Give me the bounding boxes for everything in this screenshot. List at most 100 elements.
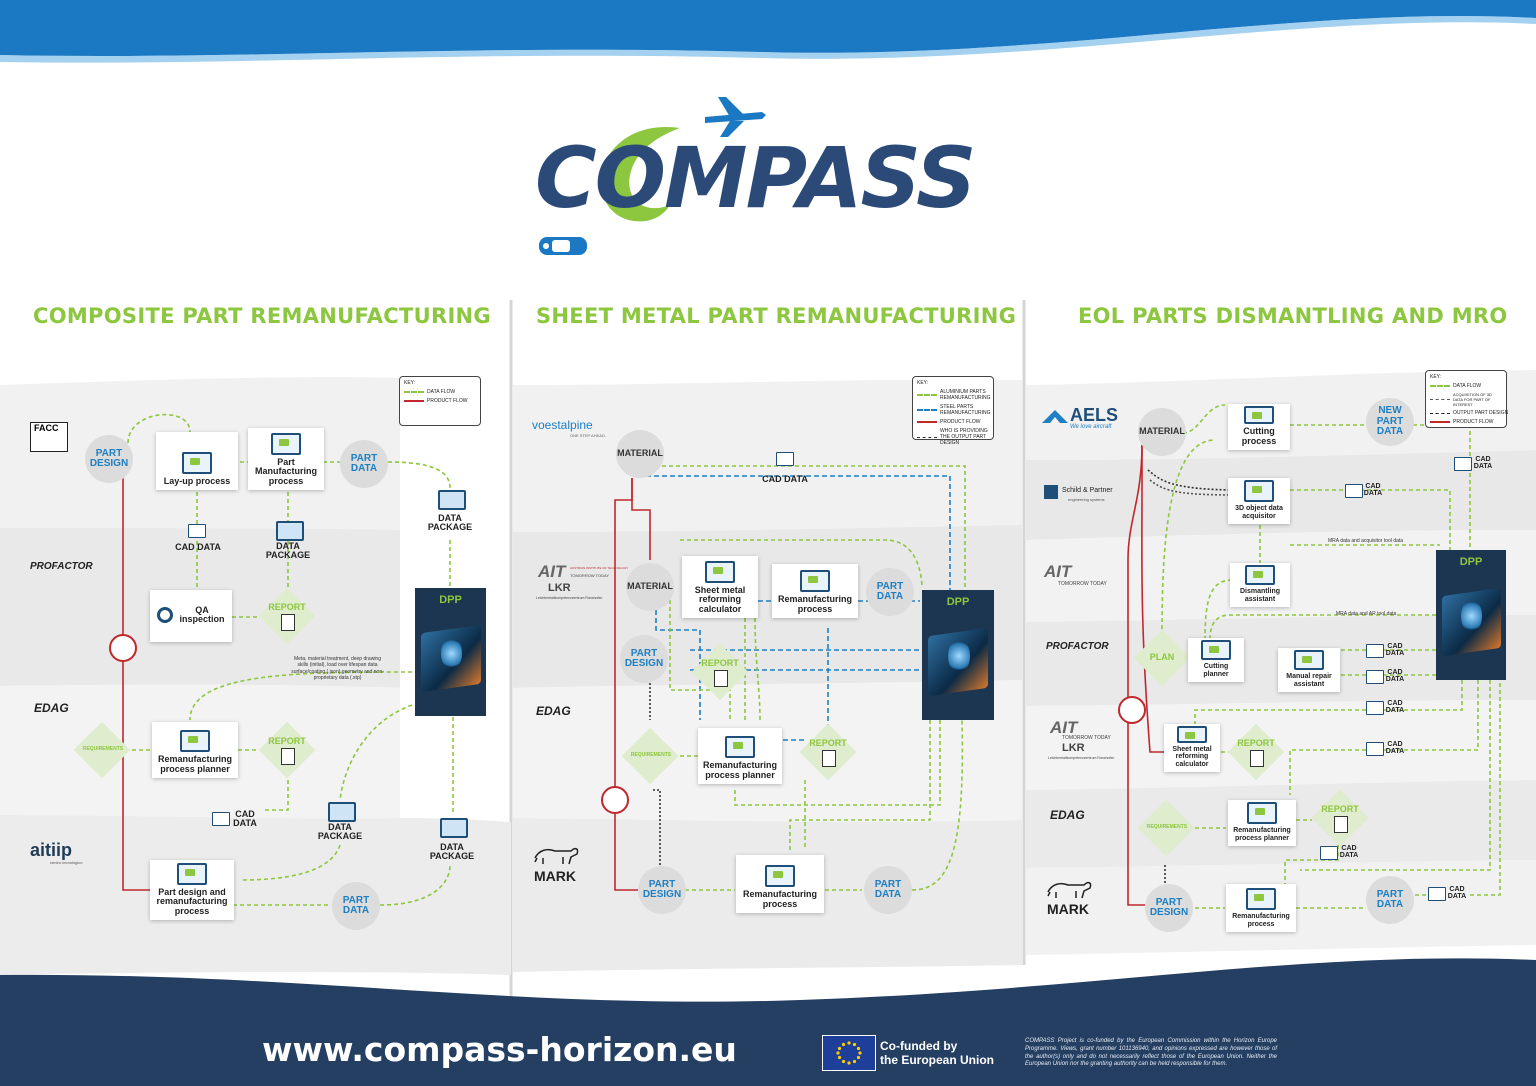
gear-icon — [180, 730, 210, 753]
document-icon — [281, 614, 295, 631]
company-aels: AELS — [1070, 405, 1119, 425]
p1-flow-12 — [262, 780, 289, 811]
p2-material-2[interactable]: MATERIAL — [626, 563, 674, 611]
p3-reforming-label: Sheet metal reforming calculator — [1172, 745, 1212, 768]
p2-requirements[interactable]: REQUIREMENTS — [620, 727, 682, 786]
monitor-icon — [765, 865, 795, 888]
p1-report-1[interactable]: REPORT — [258, 587, 316, 645]
company-edag-3: EDAG — [1050, 808, 1085, 822]
document-icon — [714, 670, 728, 687]
p3-reman-process[interactable]: Remanufacturing process — [1226, 884, 1296, 932]
p3-acquisitor-label: 3D object data acquisitor — [1235, 505, 1283, 520]
cad-data-icon — [1345, 484, 1363, 498]
p3-cad-data-1: CAD DATA — [1473, 456, 1493, 471]
cad-data-icon — [1320, 846, 1338, 860]
p3-plan[interactable]: PLAN — [1133, 629, 1191, 687]
p3-report-2[interactable]: REPORT — [1311, 789, 1369, 847]
p3-reman-planner[interactable]: Remanufacturing process planner — [1228, 800, 1296, 846]
p2-blue-1 — [638, 475, 951, 590]
p3-green-19 — [1300, 680, 1491, 871]
p2-product-flow-2 — [614, 478, 640, 891]
p1-part-design-reman[interactable]: Part design and remanufacturing process — [150, 860, 234, 920]
p3-part-data[interactable]: PART DATA — [1366, 876, 1414, 924]
p1-band-4 — [0, 815, 511, 975]
p3-cad-data-3: CAD DATA — [1385, 643, 1405, 658]
p1-data-package-1: DATA PACKAGE — [265, 541, 311, 561]
p1-qa-inspection[interactable]: QA inspection — [150, 590, 232, 642]
p3-green-18 — [1284, 838, 1339, 885]
company-profactor: PROFACTOR — [30, 561, 93, 572]
p1-part-design-reman-label: Part design and remanufacturing process — [156, 886, 228, 916]
p1-report-2[interactable]: REPORT — [258, 721, 316, 779]
p3-cutting-planner[interactable]: Cutting planner — [1188, 638, 1244, 682]
company-ait: AIT — [538, 562, 566, 581]
p3-key: KEY: DATA FLOW ACQUISITION OF 3D DATA FO… — [1425, 370, 1508, 428]
p1-key: KEY: DATA FLOW PRODUCT FLOW — [399, 376, 481, 426]
p2-part-design[interactable]: PART DESIGN — [620, 635, 668, 683]
p2-reman-process-2[interactable]: Remanufacturing process — [736, 855, 824, 913]
p2-reman-process[interactable]: Remanufacturing process — [772, 564, 858, 618]
dachshund-icon — [1047, 881, 1092, 899]
p2-green-12 — [911, 719, 964, 891]
p3-dismantling-assistant[interactable]: Dismantling assistant — [1230, 563, 1290, 607]
p3-new-part-data[interactable]: NEW PART DATA — [1366, 398, 1414, 446]
monitor-icon — [1246, 888, 1276, 911]
company-schild-sub: engineering systems — [1068, 497, 1105, 502]
monitor-icon — [1245, 565, 1275, 586]
p3-black-1 — [1147, 469, 1241, 491]
p3-part-design[interactable]: PART DESIGN — [1145, 884, 1193, 932]
p3-dpp[interactable]: DPP — [1436, 550, 1506, 680]
p3-manual-repair[interactable]: Manual repair assistant — [1278, 648, 1340, 692]
monitor-icon — [177, 862, 207, 885]
p1-part-design[interactable]: PART DESIGN — [85, 435, 133, 483]
p1-dpp[interactable]: DPP — [415, 588, 486, 716]
company-lkr-3: LKR — [1062, 742, 1085, 754]
p1-part-manufacturing[interactable]: Part Manufacturing process — [248, 428, 324, 490]
p2-material-1[interactable]: MATERIAL — [616, 430, 664, 478]
company-aitiip: aitiip — [30, 840, 73, 860]
p3-manual-repair-label: Manual repair assistant — [1286, 673, 1332, 688]
p2-key-title: KEY: — [917, 380, 929, 386]
company-ait-3-tagline: TOMORROW TODAY — [1058, 581, 1107, 587]
p1-requirements[interactable]: REQUIREMENTS — [72, 721, 134, 780]
p2-green-8 — [789, 720, 931, 850]
p3-requirements-label: REQUIREMENTS — [1146, 824, 1188, 830]
monitor-icon — [1177, 726, 1207, 743]
p2-green-2 — [680, 539, 923, 586]
p2-reman-planner[interactable]: Remanufacturing process planner — [698, 728, 782, 784]
p2-dpp-label: DPP — [946, 596, 970, 608]
p2-key-aluminium: ALUMINIUM PARTS REMANUFACTURING — [940, 389, 991, 401]
p3-requirements[interactable]: REQUIREMENTS — [1136, 799, 1198, 858]
monitor-icon — [1244, 406, 1274, 425]
company-mark-3: MARK — [1047, 901, 1089, 917]
p1-data-package-4: DATA PACKAGE — [429, 842, 475, 862]
p3-material[interactable]: MATERIAL — [1138, 408, 1186, 456]
eu-stars-icon — [836, 1041, 862, 1065]
p3-cad-data-4: CAD DATA — [1385, 669, 1405, 684]
p3-report-1[interactable]: REPORT — [1227, 723, 1285, 781]
p2-part-data-2[interactable]: PART DATA — [864, 866, 912, 914]
p2-part-data[interactable]: PART DATA — [866, 568, 914, 616]
p2-report-2-label: REPORT — [809, 738, 847, 748]
p1-part-data-2[interactable]: PART DATA — [332, 882, 380, 930]
p2-part-design-2[interactable]: PART DESIGN — [638, 866, 686, 914]
p3-cad-data-7: CAD DATA — [1339, 845, 1359, 860]
p1-part-data[interactable]: PART DATA — [340, 440, 388, 488]
p2-report-1[interactable]: REPORT — [691, 643, 749, 701]
p2-reforming-calculator[interactable]: Sheet metal reforming calculator — [682, 556, 758, 618]
company-edag: EDAG — [34, 701, 69, 715]
p2-dpp[interactable]: DPP — [922, 590, 994, 720]
p2-reman-process-2-label: Remanufacturing process — [742, 889, 817, 909]
footer-url[interactable]: www.compass-horizon.eu — [262, 1030, 737, 1069]
p2-report-2[interactable]: REPORT — [799, 723, 857, 781]
p2-key-steel: STEEL PARTS REMANUFACTURING — [940, 404, 991, 416]
p3-acquisitor[interactable]: 3D object data acquisitor — [1228, 478, 1290, 524]
p1-layup-process[interactable]: Lay-up process — [156, 432, 238, 490]
p3-cutting-process[interactable]: Cutting process — [1228, 404, 1290, 450]
p3-green-8 — [1209, 614, 1436, 641]
p1-reman-planner[interactable]: Remanufacturing process planner — [152, 722, 238, 778]
p3-report-1-label: REPORT — [1237, 738, 1275, 748]
company-lkr: LKR — [548, 582, 571, 594]
p3-reforming-calculator[interactable]: Sheet metal reforming calculator — [1164, 724, 1220, 772]
p1-meta-note: Meta, material treatment, deep drawing s… — [291, 656, 384, 681]
